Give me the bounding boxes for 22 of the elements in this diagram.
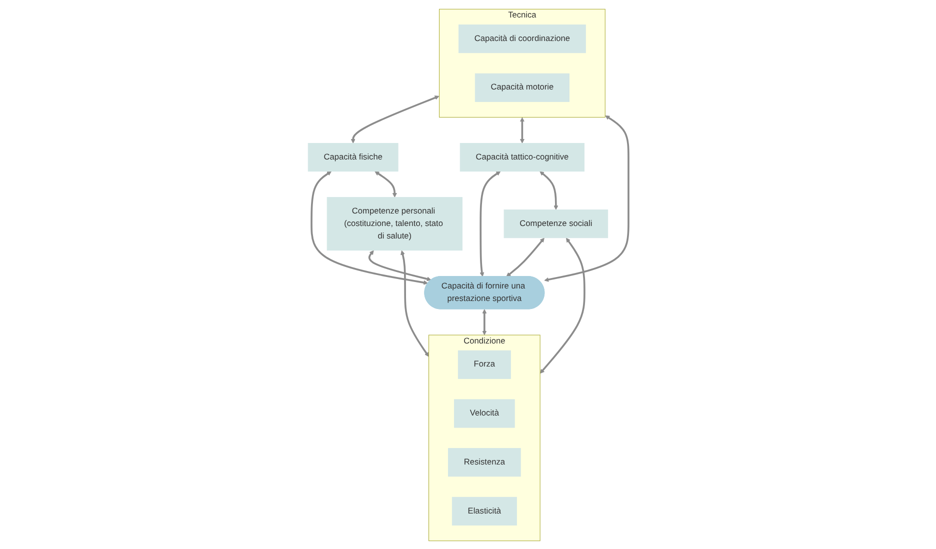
arrow: [520, 116, 524, 143]
arrow: [374, 170, 397, 197]
arrow: [479, 170, 500, 276]
node-box: Capacità fisiche: [308, 142, 398, 172]
arrow: [350, 95, 439, 143]
node-box: Capacità di coordinazione: [458, 24, 586, 53]
node-box: Elasticità: [452, 496, 517, 525]
node-box: Capacità tattico-cognitive: [460, 142, 584, 172]
arrow: [540, 237, 586, 374]
arrow: [400, 250, 429, 356]
node-box: Competenze personali (costituzione, talento, stato di salute): [326, 196, 462, 250]
arrow: [482, 308, 486, 335]
node-box: Competenze sociali: [503, 209, 608, 238]
arrow: [539, 170, 558, 210]
arrow: [368, 250, 432, 281]
arrow: [310, 170, 428, 284]
node-box: Forza: [458, 350, 511, 378]
node-box: Velocità: [454, 398, 515, 428]
node-box: Capacità motorie: [474, 72, 570, 102]
arrow: [544, 114, 630, 282]
node-box: Resistenza: [448, 448, 521, 476]
arrow: [506, 237, 544, 276]
